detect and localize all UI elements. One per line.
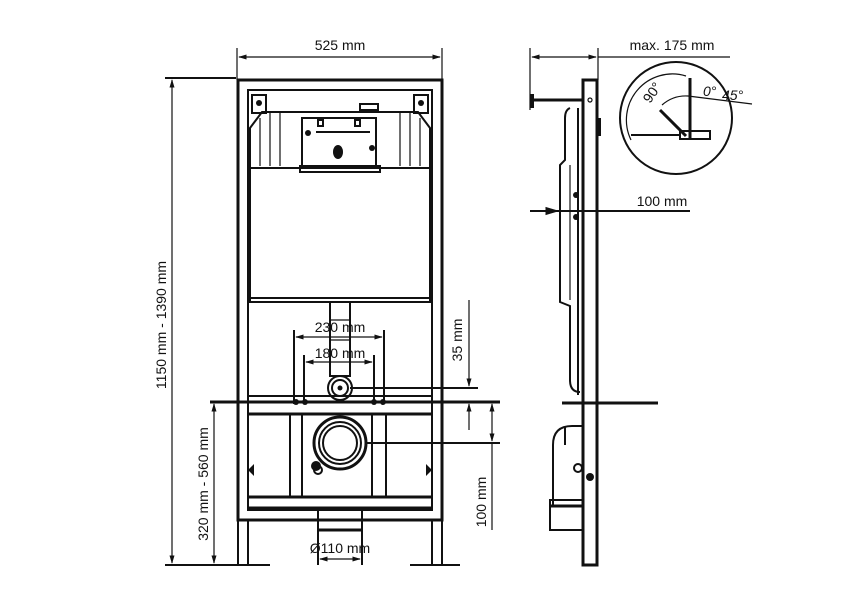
side-cistern [559,107,581,395]
front-view: 525 mm [153,37,500,566]
drain-pipe: Ø110 mm [310,508,370,565]
angle-45-label: 45° [722,87,744,103]
right-vertical-dimensions: 35 mm 100 mm [350,300,495,530]
side-view: max. 175 mm 100 mm [529,37,753,567]
frame-outline [220,78,460,566]
frame-depth-label: 100 mm [637,193,688,209]
mount-spacing-outer-label: 230 mm [315,319,366,335]
width-label: 525 mm [315,37,366,53]
angle-detail: 90° 0° 45° [619,61,753,175]
mount-spacing-inner-label: 180 mm [315,345,366,361]
frame-depth-dimension: 100 mm [530,193,690,216]
angle-90-label: 90° [639,79,664,106]
width-dimension: 525 mm [236,37,443,80]
supply-offset-label: 35 mm [449,319,465,362]
side-post [530,78,601,567]
wc-outlet [311,415,500,475]
angle-0-label: 0° [703,83,717,99]
outlet-offset-label: 100 mm [473,477,489,528]
side-connector [549,425,594,531]
mount-spacing-dimensions: 230 mm 180 mm [293,319,385,404]
outlet-height-label: 320 mm - 560 mm [195,427,211,541]
total-height-label: 1150 mm - 1390 mm [153,261,169,389]
cistern [249,94,431,303]
max-depth-label: max. 175 mm [630,37,715,53]
left-vertical-dimensions: 1150 mm - 1390 mm 320 mm - 560 mm [153,77,236,566]
max-depth-dimension: max. 175 mm [529,37,730,110]
drain-diameter-label: Ø110 mm [310,540,370,556]
